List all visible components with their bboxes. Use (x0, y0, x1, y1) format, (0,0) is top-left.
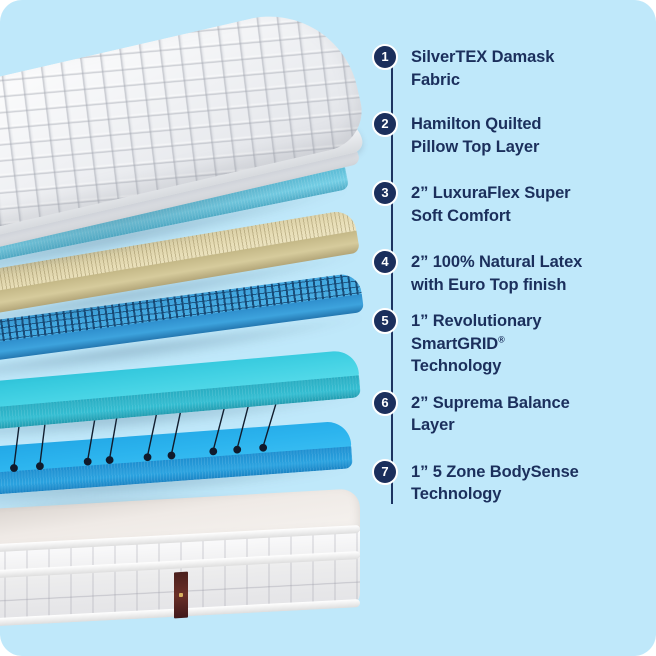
legend-badge-3: 3 (372, 180, 398, 206)
legend-label-4-line2: with Euro Top finish (411, 275, 567, 294)
legend-label-1: SilverTEX Damask Fabric (411, 44, 554, 91)
legend-label-7-line2: Technology (411, 485, 502, 503)
legend-label-6-line1: 2” Suprema Balance (411, 393, 570, 412)
legend-item-2[interactable]: 2 Hamilton Quilted Pillow Top Layer (372, 111, 642, 158)
legend-badge-5: 5 (372, 308, 398, 334)
legend-badge-2: 2 (372, 111, 398, 137)
legend-connector-line (391, 62, 393, 504)
legend-badge-4: 4 (372, 249, 398, 275)
legend-badge-1: 1 (372, 44, 398, 70)
legend-label-1-line1: SilverTEX Damask (411, 48, 555, 66)
legend-label-3-line2: Soft Comfort (411, 206, 511, 225)
legend-item-3[interactable]: 3 2” LuxuraFlex Super Soft Comfort (372, 180, 642, 227)
legend-label-6-line2: Layer (411, 416, 455, 434)
legend-item-7[interactable]: 7 1” 5 Zone BodySense Technology (372, 458, 642, 506)
legend-item-5[interactable]: 5 1” Revolutionary SmartGRID® Technology (372, 308, 642, 378)
legend-label-5-line2: SmartGRID (411, 334, 499, 353)
registered-trademark-icon: ® (498, 334, 505, 344)
legend-label-3: 2” LuxuraFlex Super Soft Comfort (411, 180, 571, 227)
legend-label-4-line1: 2” 100% Natural Latex (411, 253, 583, 271)
legend-label-5-line3: Technology (411, 357, 502, 375)
legend-label-6: 2” Suprema Balance Layer (411, 390, 570, 437)
legend-item-4[interactable]: 4 2” 100% Natural Latex with Euro Top fi… (372, 249, 642, 296)
mattress-brand-label-tag (174, 571, 188, 619)
legend-label-5: 1” Revolutionary SmartGRID® Technology (411, 308, 542, 378)
legend-label-5-line1: 1” Revolutionary (411, 312, 542, 330)
legend-badge-7: 7 (372, 458, 398, 485)
legend-item-6[interactable]: 6 2” Suprema Balance Layer (372, 389, 642, 437)
legend-badge-6: 6 (372, 389, 398, 416)
mattress-illustration (0, 0, 372, 656)
legend-label-4: 2” 100% Natural Latex with Euro Top fini… (411, 249, 582, 296)
legend-label-2-line1: Hamilton Quilted (411, 115, 542, 133)
layer-legend-list: 1 SilverTEX Damask Fabric 2 Hamilton Qui… (372, 44, 642, 506)
legend-label-2: Hamilton Quilted Pillow Top Layer (411, 111, 542, 158)
mattress-layer-support-base (0, 488, 360, 630)
legend-label-1-line2: Fabric (411, 70, 460, 89)
legend-label-2-line2: Pillow Top Layer (411, 137, 540, 156)
legend-label-3-line1: 2” LuxuraFlex Super (411, 184, 571, 202)
legend-item-1[interactable]: 1 SilverTEX Damask Fabric (372, 44, 642, 91)
legend-label-7-line1: 1” 5 Zone BodySense (411, 462, 579, 481)
legend-label-7: 1” 5 Zone BodySense Technology (411, 459, 579, 506)
